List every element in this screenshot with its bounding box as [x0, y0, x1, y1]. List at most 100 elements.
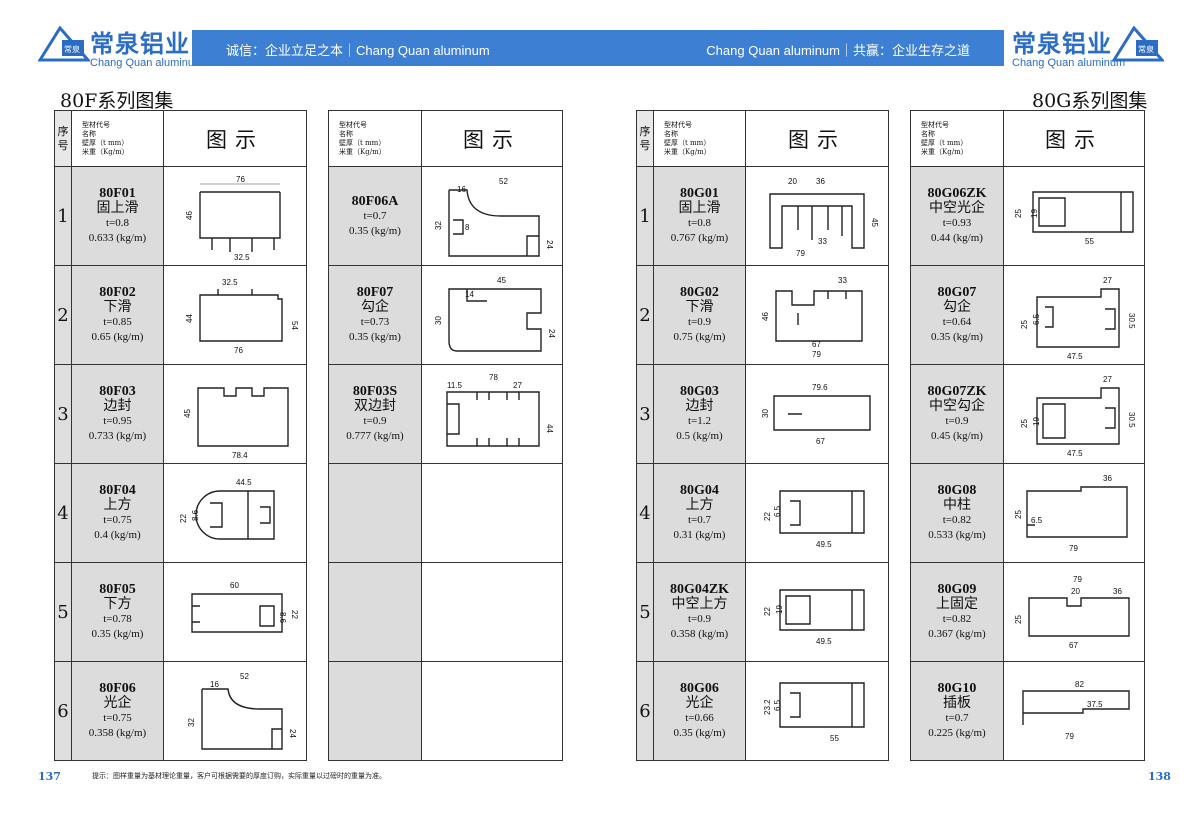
svg-text:8.6: 8.6: [191, 509, 200, 521]
profile-80g07-drawing: 27 30.5 25 6.5 47.5: [1020, 276, 1136, 361]
svg-text:45: 45: [870, 218, 879, 227]
svg-text:76: 76: [234, 346, 243, 355]
svg-text:78.4: 78.4: [232, 451, 248, 460]
svg-text:32.5: 32.5: [222, 278, 238, 287]
row-index: 2: [54, 265, 72, 365]
profile-80f03-drawing: 45 78.4: [183, 387, 289, 460]
svg-text:82: 82: [1075, 680, 1084, 689]
profile-figure: 60 8.6 22: [163, 562, 307, 662]
svg-text:24: 24: [545, 240, 554, 249]
svg-text:47.5: 47.5: [1067, 352, 1083, 361]
profile-figure: 76 46 32.5: [163, 166, 307, 266]
empty-cell: [328, 661, 422, 761]
svg-text:20: 20: [1071, 587, 1080, 596]
brand-emblem-icon: 常泉: [38, 26, 90, 62]
profile-figure: 52 16 32 24: [163, 661, 307, 761]
row-index: 5: [636, 562, 654, 662]
profile-80f03s-drawing: 78 11.5 27 44: [446, 373, 554, 447]
svg-text:23.2: 23.2: [763, 699, 772, 715]
svg-text:45: 45: [497, 276, 506, 285]
svg-text:16: 16: [210, 680, 219, 689]
profile-80g06zk-drawing: 25 19 55: [1014, 191, 1134, 246]
brand-name-cn: 常泉铝业: [1012, 31, 1112, 58]
svg-text:46: 46: [761, 312, 770, 321]
svg-text:6.5: 6.5: [773, 699, 782, 711]
profile-figure: 44.5 22 8.6: [163, 463, 307, 563]
profile-figure: 22 6.5 49.5: [745, 463, 889, 563]
svg-text:22: 22: [763, 607, 772, 616]
svg-text:25: 25: [1014, 615, 1023, 624]
profile-figure: 36 25 6.5 79: [1003, 463, 1145, 563]
info-header: 型材代号名称壁厚（t mm）米重（Kg/m）: [653, 110, 746, 167]
figure-header: 图示: [421, 110, 563, 167]
svg-text:22: 22: [290, 610, 299, 619]
svg-text:11.5: 11.5: [447, 381, 463, 390]
svg-text:52: 52: [240, 672, 249, 681]
figure-header: 图示: [745, 110, 889, 167]
profile-figure: 20 36 45 33 79: [745, 166, 889, 266]
svg-text:6.5: 6.5: [1031, 516, 1043, 525]
svg-text:46: 46: [185, 211, 194, 220]
svg-text:52: 52: [499, 177, 508, 186]
brand-name-en: Chang Quan aluminum: [90, 57, 204, 69]
svg-text:36: 36: [1103, 474, 1112, 483]
svg-text:25: 25: [1014, 510, 1023, 519]
profile-80f04-drawing: 44.5 22 8.6: [179, 478, 275, 540]
profile-80f07-drawing: 45 14 30 24: [434, 276, 556, 352]
svg-text:19: 19: [1030, 209, 1039, 218]
svg-text:45: 45: [183, 409, 192, 418]
figure-header: 图示: [163, 110, 307, 167]
seq-header: 序号: [636, 110, 654, 167]
svg-text:44: 44: [185, 314, 194, 323]
profile-80g04zk-drawing: 22 19 49.5: [763, 589, 865, 646]
profile-figure: 25 19 55: [1003, 166, 1145, 266]
profile-80f06a-drawing: 52 16 32 8 24: [434, 177, 554, 257]
svg-text:32: 32: [187, 718, 196, 727]
svg-text:44.5: 44.5: [236, 478, 252, 487]
svg-text:36: 36: [816, 177, 825, 186]
svg-text:79: 79: [1069, 544, 1078, 553]
svg-text:30.5: 30.5: [1127, 313, 1136, 329]
left-series-title: 80F系列图集: [60, 90, 174, 112]
svg-text:37.5: 37.5: [1087, 700, 1103, 709]
row-index: 5: [54, 562, 72, 662]
profile-80g06-drawing: 23.2 6.5 55: [763, 682, 865, 743]
svg-text:30: 30: [434, 316, 443, 325]
profile-figure: 79.6 30 67: [745, 364, 889, 464]
svg-text:16: 16: [457, 185, 466, 194]
svg-text:22: 22: [763, 512, 772, 521]
profile-80f02-drawing: 32.5 44 54 76: [185, 278, 299, 355]
svg-text:33: 33: [838, 276, 847, 285]
brand-name-cn: 常泉铝业: [90, 31, 190, 58]
brand-badge: 常泉: [1138, 44, 1154, 54]
svg-text:54: 54: [290, 321, 299, 330]
profile-80g02-drawing: 33 46 67 79: [761, 276, 863, 359]
svg-text:60: 60: [230, 581, 239, 590]
svg-text:36: 36: [1113, 587, 1122, 596]
svg-text:25: 25: [1020, 320, 1029, 329]
svg-text:32: 32: [434, 221, 443, 230]
banner-left-slogan: 诚信：企业立足之本｜Chang Quan aluminum: [226, 43, 490, 58]
svg-text:25: 25: [1014, 209, 1023, 218]
svg-text:79: 79: [812, 350, 821, 359]
row-index: 3: [54, 364, 72, 464]
svg-text:67: 67: [816, 437, 825, 446]
brand-emblem-icon: 常泉: [1112, 26, 1164, 62]
svg-text:20: 20: [788, 177, 797, 186]
profile-80g01-drawing: 20 36 45 33 79: [769, 177, 879, 258]
